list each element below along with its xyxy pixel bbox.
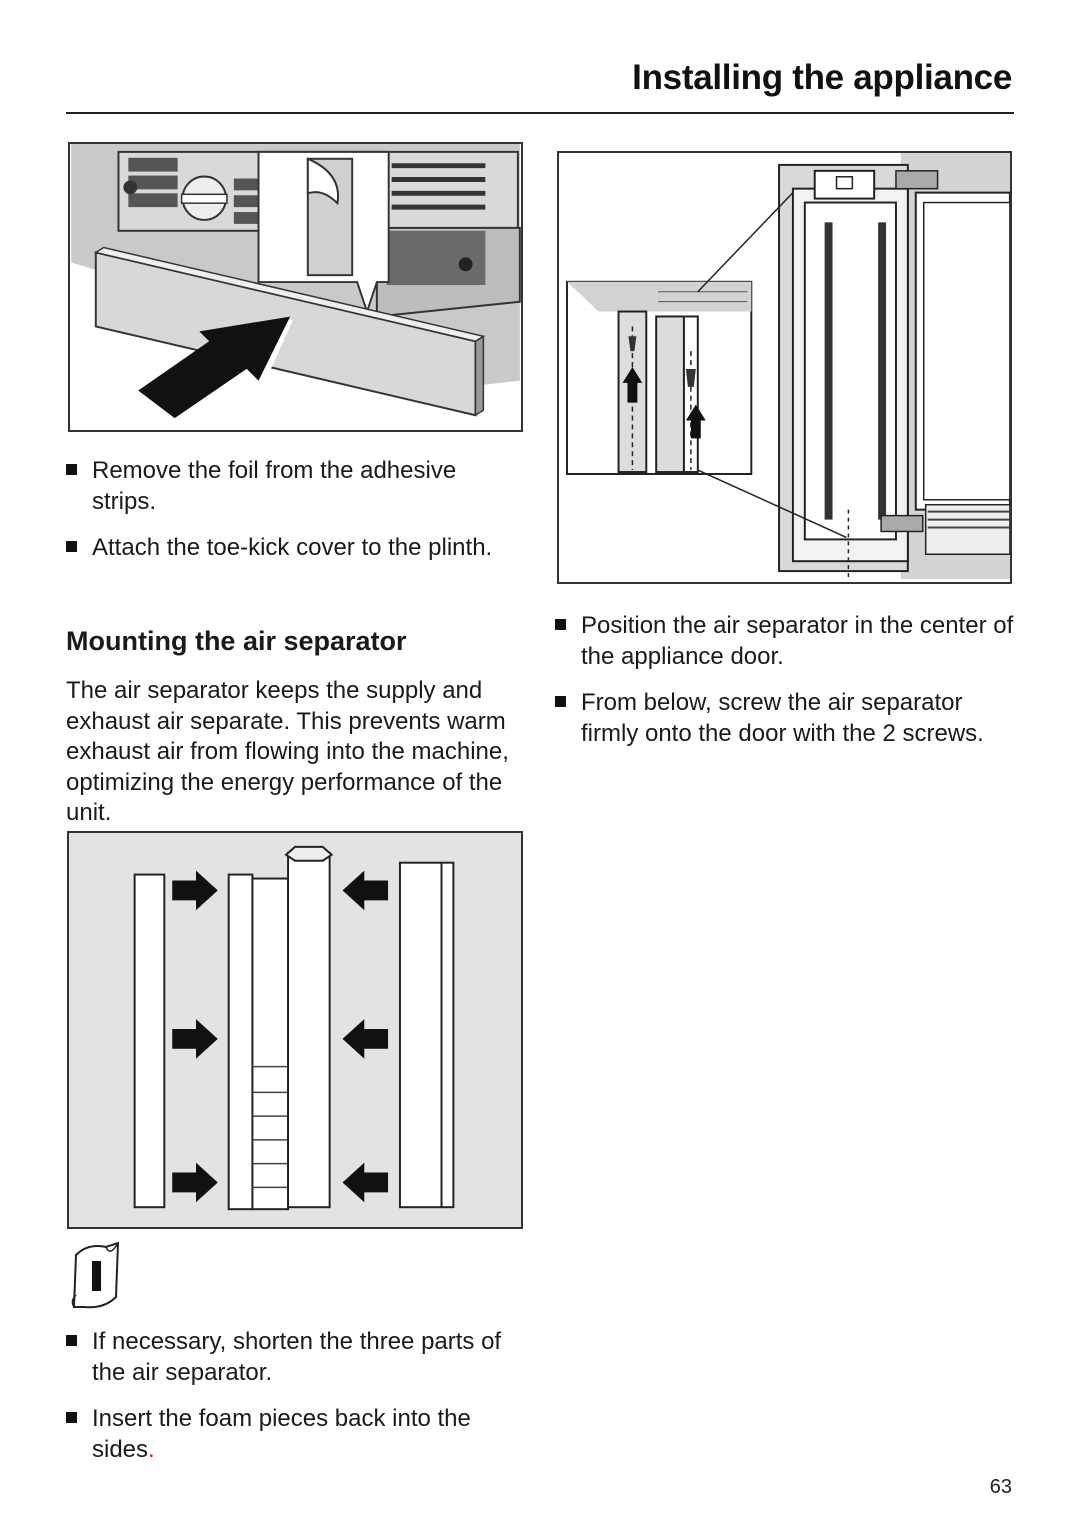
- header-divider: [66, 112, 1014, 114]
- list-item: Insert the foam pieces back into the sid…: [66, 1403, 526, 1465]
- air-separator-parts-drawing: [69, 833, 521, 1227]
- air-separator-parts-illustration: [67, 831, 523, 1229]
- section-intro: The air separator keeps the supply and e…: [66, 677, 509, 826]
- step-text: Remove the foil from the adhesive strips…: [92, 457, 457, 515]
- trailing-period: .: [148, 1436, 155, 1463]
- square-bullet-icon: [66, 464, 77, 475]
- square-bullet-icon: [66, 541, 77, 552]
- door-mounting-illustration: [557, 151, 1012, 584]
- step-text: If necessary, shorten the three parts of…: [92, 1328, 502, 1386]
- square-bullet-icon: [66, 1335, 77, 1346]
- list-item: Remove the foil from the adhesive strips…: [66, 455, 526, 517]
- list-item: From below, screw the air separator firm…: [555, 687, 1015, 749]
- square-bullet-icon: [555, 696, 566, 707]
- step-text: Attach the toe-kick cover to the plinth.: [92, 534, 493, 561]
- section-title: Mounting the air separator: [66, 626, 407, 656]
- knife-tool-icon: [66, 1237, 124, 1311]
- door-mounting-steps: Position the air separator in the center…: [555, 610, 1015, 764]
- toe-kick-steps: Remove the foil from the adhesive strips…: [66, 455, 526, 578]
- list-item: If necessary, shorten the three parts of…: [66, 1326, 526, 1388]
- list-item: Position the air separator in the center…: [555, 610, 1015, 672]
- list-item: Attach the toe-kick cover to the plinth.: [66, 532, 526, 563]
- step-text: From below, screw the air separator firm…: [581, 689, 984, 747]
- square-bullet-icon: [555, 619, 566, 630]
- page-number: 63: [989, 1476, 1012, 1498]
- step-text: Insert the foam pieces back into the sid…: [92, 1405, 471, 1463]
- toe-kick-illustration: [68, 142, 523, 432]
- step-text: Position the air separator in the center…: [581, 612, 1014, 670]
- door-mounting-drawing: [559, 153, 1010, 582]
- square-bullet-icon: [66, 1412, 77, 1423]
- toe-kick-drawing: [71, 144, 521, 430]
- page-title: Installing the appliance: [632, 58, 1012, 97]
- air-separator-prep-steps: If necessary, shorten the three parts of…: [66, 1326, 526, 1480]
